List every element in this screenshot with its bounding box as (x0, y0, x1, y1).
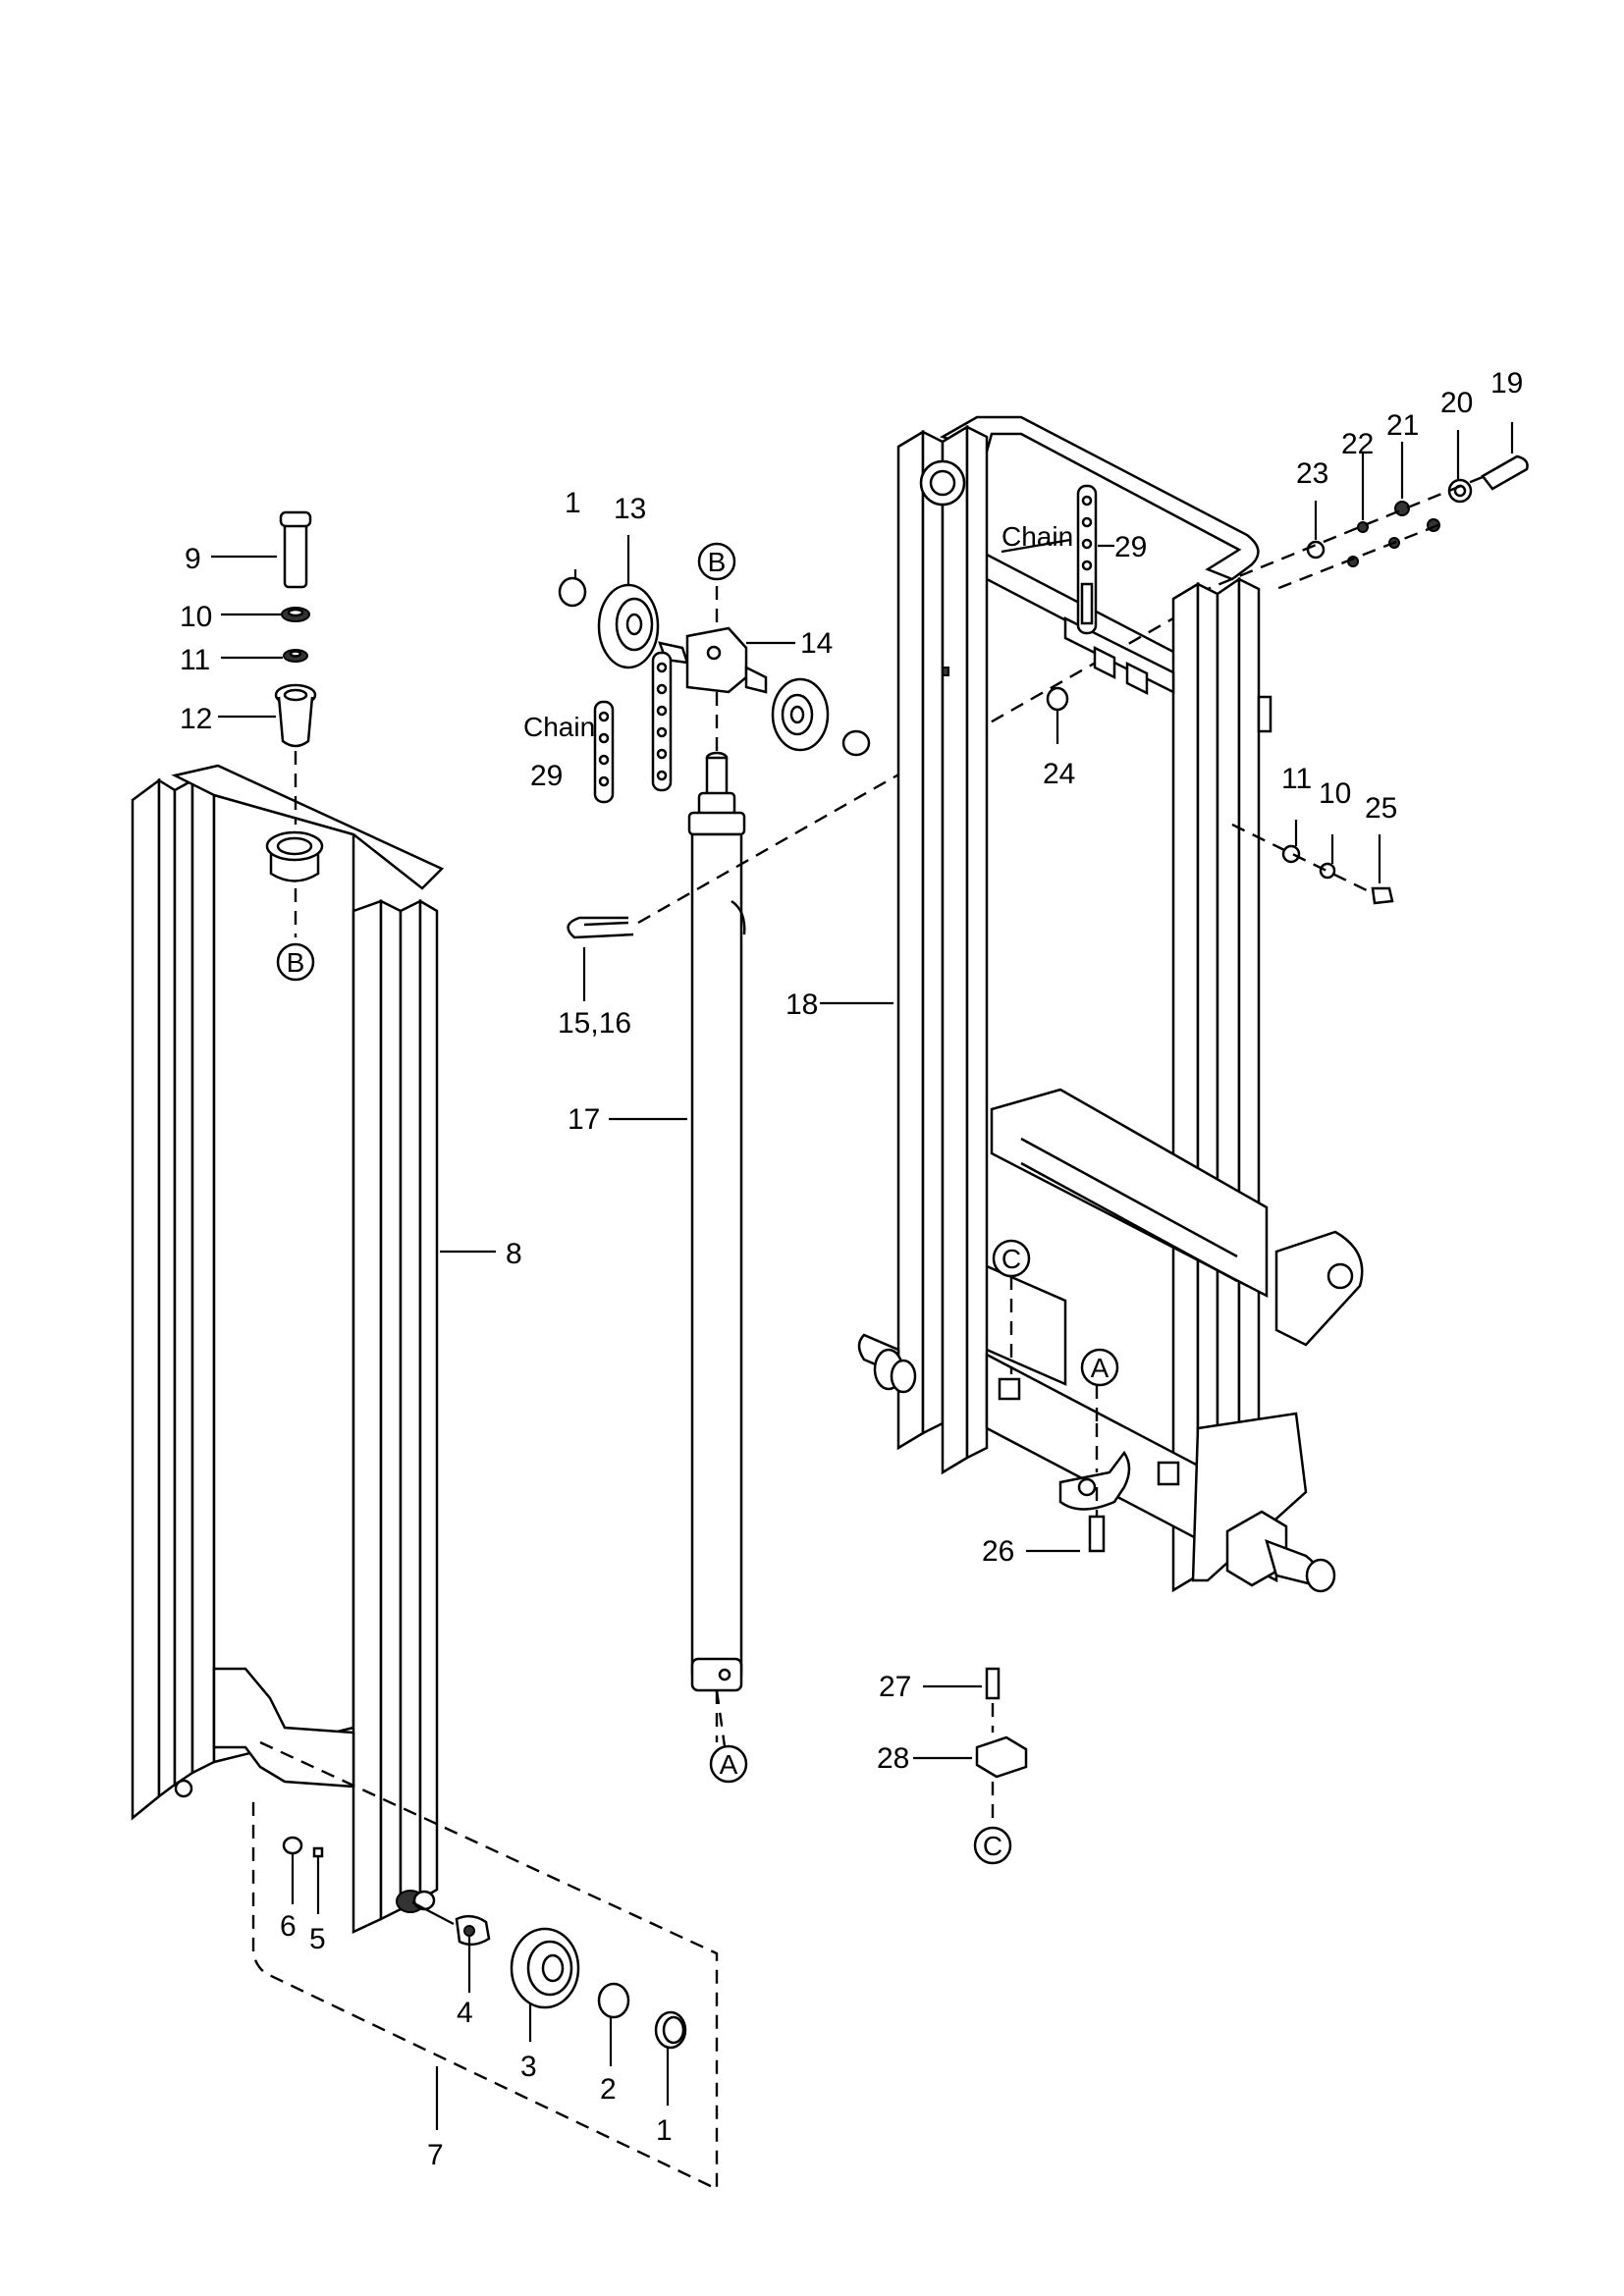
bottom-block-assembly (975, 1667, 1028, 1826)
marker-c-bottom: C (973, 1826, 1012, 1865)
svg-text:C: C (1001, 1244, 1021, 1274)
callout-15-16: 15,16 (558, 1007, 631, 1040)
callout-13: 13 (614, 493, 646, 525)
callout-11: 11 (180, 644, 210, 676)
chain-label-left: Chain (523, 712, 595, 742)
callout-18: 18 (785, 988, 818, 1021)
callout-25: 25 (1365, 792, 1397, 825)
marker-a-frame: A (1080, 1348, 1119, 1387)
callout-5: 5 (309, 1923, 326, 1955)
leader-lines (211, 422, 1514, 2130)
pivot-pin (1088, 1423, 1106, 1553)
callout-17: 17 (568, 1103, 600, 1136)
lift-cylinder (687, 751, 746, 1742)
callout-26: 26 (982, 1535, 1014, 1568)
callout-2: 2 (600, 2073, 617, 2106)
lower-roller-assembly (251, 1740, 719, 2191)
outer-mast-channel (131, 764, 445, 1934)
svg-text:C: C (983, 1831, 1002, 1861)
marker-c-frame: C (992, 1239, 1031, 1278)
callout-20: 20 (1440, 387, 1473, 419)
top-bolt-stack (274, 510, 317, 937)
inner-mast-frame (857, 415, 1364, 1593)
callout-19: 19 (1490, 367, 1523, 400)
callout-8: 8 (506, 1238, 522, 1270)
callout-14: 14 (800, 627, 833, 660)
callout-10-right: 10 (1319, 777, 1351, 810)
marker-b-top: B (697, 542, 736, 581)
marker-b-left: B (276, 942, 315, 982)
chain-label-right: Chain (1001, 521, 1073, 552)
marker-a-cylinder: A (709, 1744, 748, 1784)
svg-text:A: A (1091, 1353, 1110, 1383)
callout-27: 27 (879, 1671, 911, 1703)
side-fasteners (1231, 823, 1394, 905)
callout-10: 10 (180, 601, 212, 633)
callout-11-right: 11 (1281, 763, 1312, 795)
callout-6: 6 (280, 1910, 297, 1943)
svg-text:B: B (287, 947, 305, 978)
callout-23: 23 (1296, 457, 1328, 490)
chain-sheave-crosshead (558, 576, 871, 757)
callout-29-right: 29 (1114, 531, 1147, 563)
callout-12: 12 (180, 703, 212, 735)
svg-text:A: A (720, 1749, 738, 1780)
callout-3: 3 (520, 2051, 537, 2083)
callout-29: 29 (530, 760, 563, 792)
top-right-fasteners (1207, 454, 1529, 591)
reference-markers: B B A A C C (276, 542, 1119, 1865)
lift-chain-right (1076, 484, 1098, 635)
plug (1046, 686, 1069, 712)
callout-1: 1 (565, 487, 581, 519)
callout-4: 4 (457, 1997, 473, 2029)
callout-7: 7 (427, 2139, 444, 2171)
svg-text:B: B (708, 547, 727, 577)
part-callouts: 9 10 11 12 8 1 13 14 Chain 29 15,16 17 1… (180, 367, 1523, 2171)
callout-22: 22 (1341, 428, 1374, 460)
callout-24: 24 (1043, 758, 1075, 790)
callout-21: 21 (1386, 409, 1419, 442)
callout-1-lower: 1 (656, 2114, 673, 2147)
callout-9: 9 (185, 543, 201, 575)
lift-chain-left (593, 651, 673, 804)
callout-28: 28 (877, 1742, 909, 1775)
